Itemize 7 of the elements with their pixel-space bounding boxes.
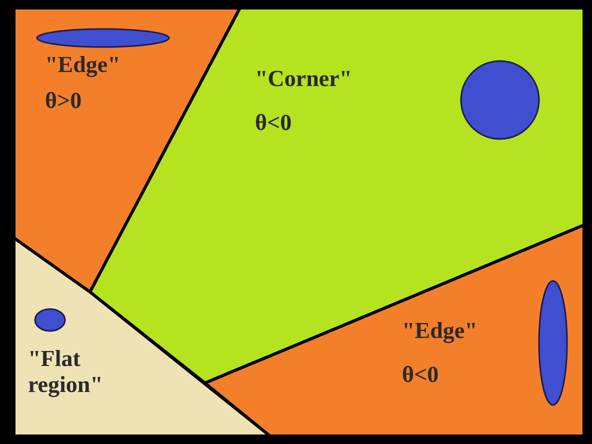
region-label: "Edge" [402,318,478,344]
region-condition: θ<0 [255,110,292,136]
region-condition: θ<0 [402,362,439,388]
region-label: "Edge" [45,52,120,78]
region-label: "Flat region" [28,346,104,399]
region-label: "Corner" [255,66,352,92]
region-condition: θ>0 [45,88,82,114]
